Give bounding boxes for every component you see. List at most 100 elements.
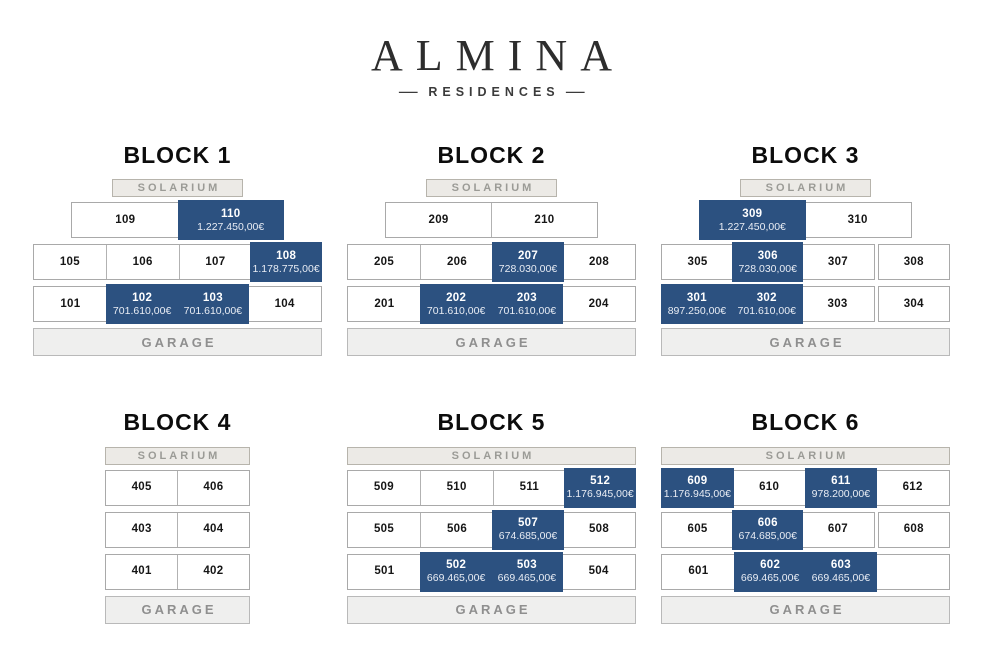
- unit-cell-610[interactable]: 610: [733, 471, 806, 505]
- unit-cell-402[interactable]: 402: [177, 554, 249, 589]
- unit-cell-505[interactable]: 505: [348, 513, 420, 547]
- unit-cell-608[interactable]: 608: [879, 513, 950, 547]
- unit-number: 304: [903, 297, 924, 310]
- unit-price: 701.610,00€: [183, 304, 243, 317]
- unit-cell-206[interactable]: 206: [420, 245, 493, 280]
- unit-cell-209[interactable]: 209: [386, 203, 491, 237]
- unit-cell-508[interactable]: 508: [563, 513, 635, 547]
- unit-number: 405: [131, 481, 152, 494]
- unit-price: 1.227.450,00€: [718, 220, 786, 233]
- unit-cell-208[interactable]: 208: [563, 245, 635, 279]
- unit-cell-307[interactable]: 307: [802, 245, 873, 279]
- unit-cell-612[interactable]: 612: [876, 471, 949, 505]
- unit-cell-303[interactable]: 303: [802, 287, 874, 321]
- unit-cell-404[interactable]: 404: [177, 512, 249, 547]
- unit-number: 606: [757, 516, 778, 529]
- unit-number: 406: [203, 481, 224, 494]
- unit-cell-401[interactable]: 401: [106, 555, 177, 589]
- unit-cell-109[interactable]: 109: [72, 203, 178, 237]
- unit-cell-205[interactable]: 205: [348, 245, 420, 279]
- unit-cell-104[interactable]: 104: [248, 287, 321, 321]
- unit-number: 506: [446, 523, 468, 536]
- block-5-garage-bar: GARAGE: [347, 595, 636, 624]
- block-6-solarium-bar: SOLARIUM: [661, 446, 950, 465]
- unit-cell-308[interactable]: 308: [879, 245, 950, 279]
- unit-cell-506[interactable]: 506: [420, 512, 493, 547]
- unit-cell-106[interactable]: 106: [105, 245, 179, 280]
- unit-cell-310[interactable]: 310: [805, 203, 911, 237]
- unit-cell-204[interactable]: 204: [562, 287, 635, 321]
- unit-cell-305[interactable]: 305: [662, 245, 733, 279]
- block-5-solarium-bar: SOLARIUM: [347, 446, 636, 465]
- unit-cell-201[interactable]: 201: [348, 287, 421, 321]
- unit-number: 301: [686, 291, 707, 304]
- block-3-title: BLOCK 3: [751, 142, 860, 169]
- block-6-title: BLOCK 6: [751, 409, 860, 436]
- unit-number: 105: [59, 255, 80, 268]
- unit-cell-605[interactable]: 605: [662, 513, 733, 547]
- unit-cell-601[interactable]: 601: [662, 555, 735, 589]
- unit-number: 504: [588, 565, 609, 578]
- block-5-title: BLOCK 5: [437, 409, 546, 436]
- unit-cell-105[interactable]: 105: [34, 245, 106, 279]
- unit-cell-210[interactable]: 210: [491, 203, 597, 238]
- unit-number: 601: [688, 565, 709, 578]
- unit-cell-101[interactable]: 101: [34, 287, 107, 321]
- unit-price: 1.176.945,00€: [663, 488, 731, 501]
- unit-cell-501[interactable]: 501: [348, 555, 421, 589]
- unit-number: 611: [831, 474, 851, 487]
- unit-cell-405[interactable]: 405: [106, 471, 177, 505]
- unit-cell-607[interactable]: 607: [802, 513, 873, 547]
- unit-price: 701.610,00€: [737, 304, 796, 317]
- unit-cell-510[interactable]: 510: [419, 470, 493, 505]
- unit-price: 669.465,00€: [497, 572, 557, 585]
- unit-price: 1.176.945,00€: [566, 488, 634, 501]
- unit-cell-509[interactable]: 509: [348, 471, 420, 505]
- unit-number: 503: [516, 558, 537, 571]
- unit-cell-504[interactable]: 504: [562, 555, 635, 589]
- unit-number: 210: [534, 213, 555, 226]
- unit-cell-511[interactable]: 511: [492, 470, 566, 505]
- block-4-floor-3: 405 406: [105, 469, 250, 506]
- tagline-text: RESIDENCES: [428, 85, 560, 100]
- unit-cell-403[interactable]: 403: [106, 513, 177, 547]
- floor-segment: 308: [877, 244, 950, 281]
- unit-cell-406[interactable]: 406: [177, 470, 249, 505]
- unit-price: 701.610,00€: [112, 304, 172, 317]
- unit-cell-304[interactable]: 304: [879, 287, 950, 321]
- unit-cell-107[interactable]: 107: [178, 245, 252, 280]
